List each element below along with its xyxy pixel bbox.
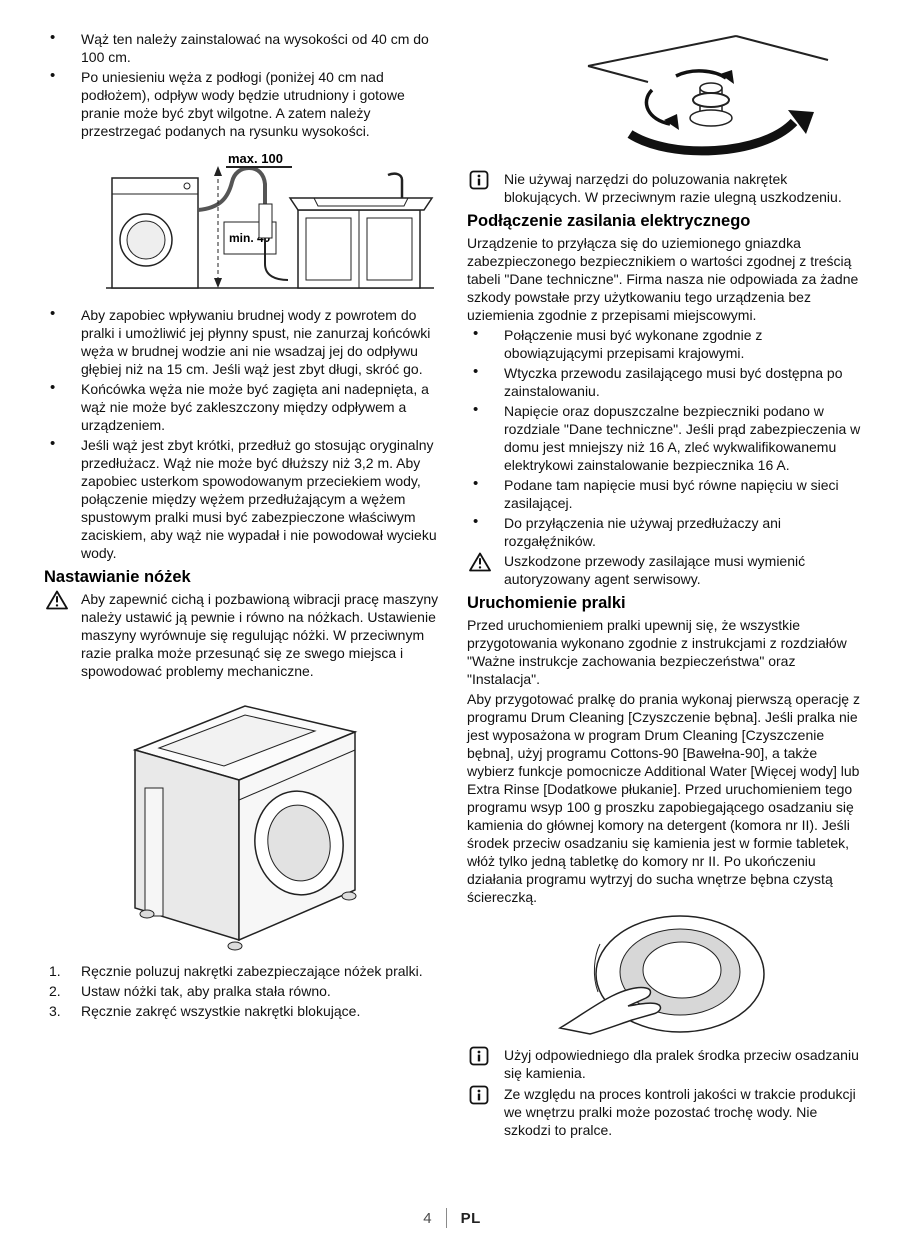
drum-wipe-figure — [557, 915, 765, 1035]
step-number: 3. — [49, 1003, 61, 1019]
bullet-marker: • — [473, 513, 479, 530]
foot-base — [689, 109, 733, 127]
bullet-marker: • — [473, 363, 479, 380]
bullet-marker: • — [50, 29, 56, 46]
section-title-feet: Nastawianie nóżek — [44, 568, 191, 586]
bullet-marker: • — [50, 67, 56, 84]
bullet-marker: • — [473, 475, 479, 492]
list-item: • Do przyłączenia nie używaj przedłużacz… — [467, 513, 864, 550]
page-footer: 4 PL — [0, 1208, 904, 1228]
bullet-marker: • — [50, 379, 56, 396]
footer-divider — [445, 1208, 447, 1228]
section-title-power: Podłączenie zasilania elektrycznego — [467, 212, 751, 230]
list-item: • Napięcie oraz dopuszczalne bezpiecznik… — [467, 401, 864, 474]
bullet-marker: • — [473, 401, 479, 418]
step-text: Ręcznie zakręć wszystkie nakrętki blokuj… — [81, 1003, 361, 1019]
bullet-text: Połączenie musi być wykonane zgodnie z o… — [504, 327, 763, 361]
bullet-text: Do przyłączenia nie używaj przedłużaczy … — [504, 515, 782, 549]
start-paragraph-1: Przed uruchomieniem pralki upewnij się, … — [467, 617, 847, 687]
info-square-icon — [469, 170, 489, 194]
info-text: Nie używaj narzędzi do poluzowania nakrę… — [504, 171, 842, 205]
list-item: • Wąż ten należy zainstalować na wysokoś… — [44, 29, 441, 66]
hand — [557, 986, 661, 1035]
left-column: • Wąż ten należy zainstalować na wysokoś… — [44, 29, 441, 1142]
warning-text: Aby zapewnić cichą i pozbawioną wibracji… — [81, 591, 439, 679]
rotation-arrow-small — [644, 88, 671, 126]
bullet-text: Aby zapobiec wpływaniu brudnej wody z po… — [81, 307, 431, 377]
info-paragraph: Nie używaj narzędzi do poluzowania nakrę… — [467, 170, 864, 206]
numbered-step: 2. Ustaw nóżki tak, aby pralka stała rów… — [44, 982, 441, 1000]
info-text: Ze względu na proces kontroli jakości w … — [504, 1086, 856, 1138]
bullet-text: Wąż ten należy zainstalować na wysokości… — [81, 31, 429, 65]
bullet-text: Podane tam napięcie musi być równe napię… — [504, 477, 839, 511]
bullet-text: Końcówka węża nie może być zagięta ani n… — [81, 381, 429, 433]
hose-installation-figure: max. 100 min. 40 — [106, 151, 434, 289]
foot — [227, 941, 242, 951]
faucet — [387, 172, 404, 198]
numbered-step: 3. Ręcznie zakręć wszystkie nakrętki blo… — [44, 1002, 441, 1020]
page-number: 4 — [423, 1209, 432, 1227]
step-text: Ręcznie poluzuj nakrętki zabezpieczające… — [81, 963, 423, 979]
numbered-step: 1. Ręcznie poluzuj nakrętki zabezpieczaj… — [44, 962, 441, 980]
info-square-icon — [469, 1046, 489, 1070]
side-panel-detail — [144, 787, 163, 917]
info-paragraph: Ze względu na proces kontroli jakości w … — [467, 1085, 864, 1139]
warning-triangle-icon — [46, 590, 68, 614]
start-paragraph-2: Aby przygotować pralkę do prania wykonaj… — [467, 691, 860, 905]
warning-triangle-icon — [469, 552, 491, 576]
drum-opening — [642, 941, 721, 999]
step-number: 1. — [49, 963, 61, 979]
standpipe — [258, 203, 273, 239]
section-title-start: Uruchomienie pralki — [467, 594, 626, 612]
bullet-marker: • — [50, 305, 56, 322]
bullet-marker: • — [50, 435, 56, 452]
list-item: • Aby zapobiec wpływaniu brudnej wody z … — [44, 305, 441, 378]
power-intro: Urządzenie to przyłącza się do uziemione… — [467, 235, 859, 323]
step-number: 2. — [49, 983, 61, 999]
info-text: Użyj odpowiedniego dla pralek środka prz… — [504, 1047, 859, 1081]
warning-paragraph: Aby zapewnić cichą i pozbawioną wibracji… — [44, 590, 441, 680]
bullet-text: Napięcie oraz dopuszczalne bezpieczniki … — [504, 403, 861, 473]
info-square-icon — [469, 1085, 489, 1109]
warning-text: Uszkodzone przewody zasilające musi wymi… — [504, 553, 806, 587]
rotation-arrow-large — [627, 118, 798, 156]
locknut-adjust-figure — [587, 35, 829, 156]
list-item: • Jeśli wąż jest zbyt krótki, przedłuż g… — [44, 435, 441, 562]
columns: • Wąż ten należy zainstalować na wysokoś… — [44, 29, 864, 1142]
locknut — [692, 92, 730, 108]
bullet-text: Jeśli wąż jest zbyt krótki, przedłuż go … — [81, 437, 437, 561]
right-column: Nie używaj narzędzi do poluzowania nakrę… — [467, 30, 864, 1142]
foot — [139, 909, 154, 919]
info-paragraph: Użyj odpowiedniego dla pralek środka prz… — [467, 1046, 864, 1082]
list-item: • Połączenie musi być wykonane zgodnie z… — [467, 325, 864, 362]
washing-machine-figure — [132, 705, 357, 951]
warning-paragraph: Uszkodzone przewody zasilające musi wymi… — [467, 552, 864, 588]
bullet-text: Wtyczka przewodu zasilającego musi być d… — [504, 365, 843, 399]
max-height-label: max. 100 — [228, 151, 283, 166]
list-item: • Końcówka węża nie może być zagięta ani… — [44, 379, 441, 434]
language-code: PL — [460, 1209, 481, 1227]
foot — [341, 891, 356, 901]
list-item: • Po uniesieniu węża z podłogi (poniżej … — [44, 67, 441, 140]
sink-basin — [288, 197, 434, 211]
bullet-marker: • — [473, 325, 479, 342]
list-item: • Wtyczka przewodu zasilającego musi być… — [467, 363, 864, 400]
bullet-text: Po uniesieniu węża z podłogi (poniżej 40… — [81, 69, 405, 139]
step-text: Ustaw nóżki tak, aby pralka stała równo. — [81, 983, 331, 999]
list-item: • Podane tam napięcie musi być równe nap… — [467, 475, 864, 512]
drain-hose — [197, 165, 267, 212]
